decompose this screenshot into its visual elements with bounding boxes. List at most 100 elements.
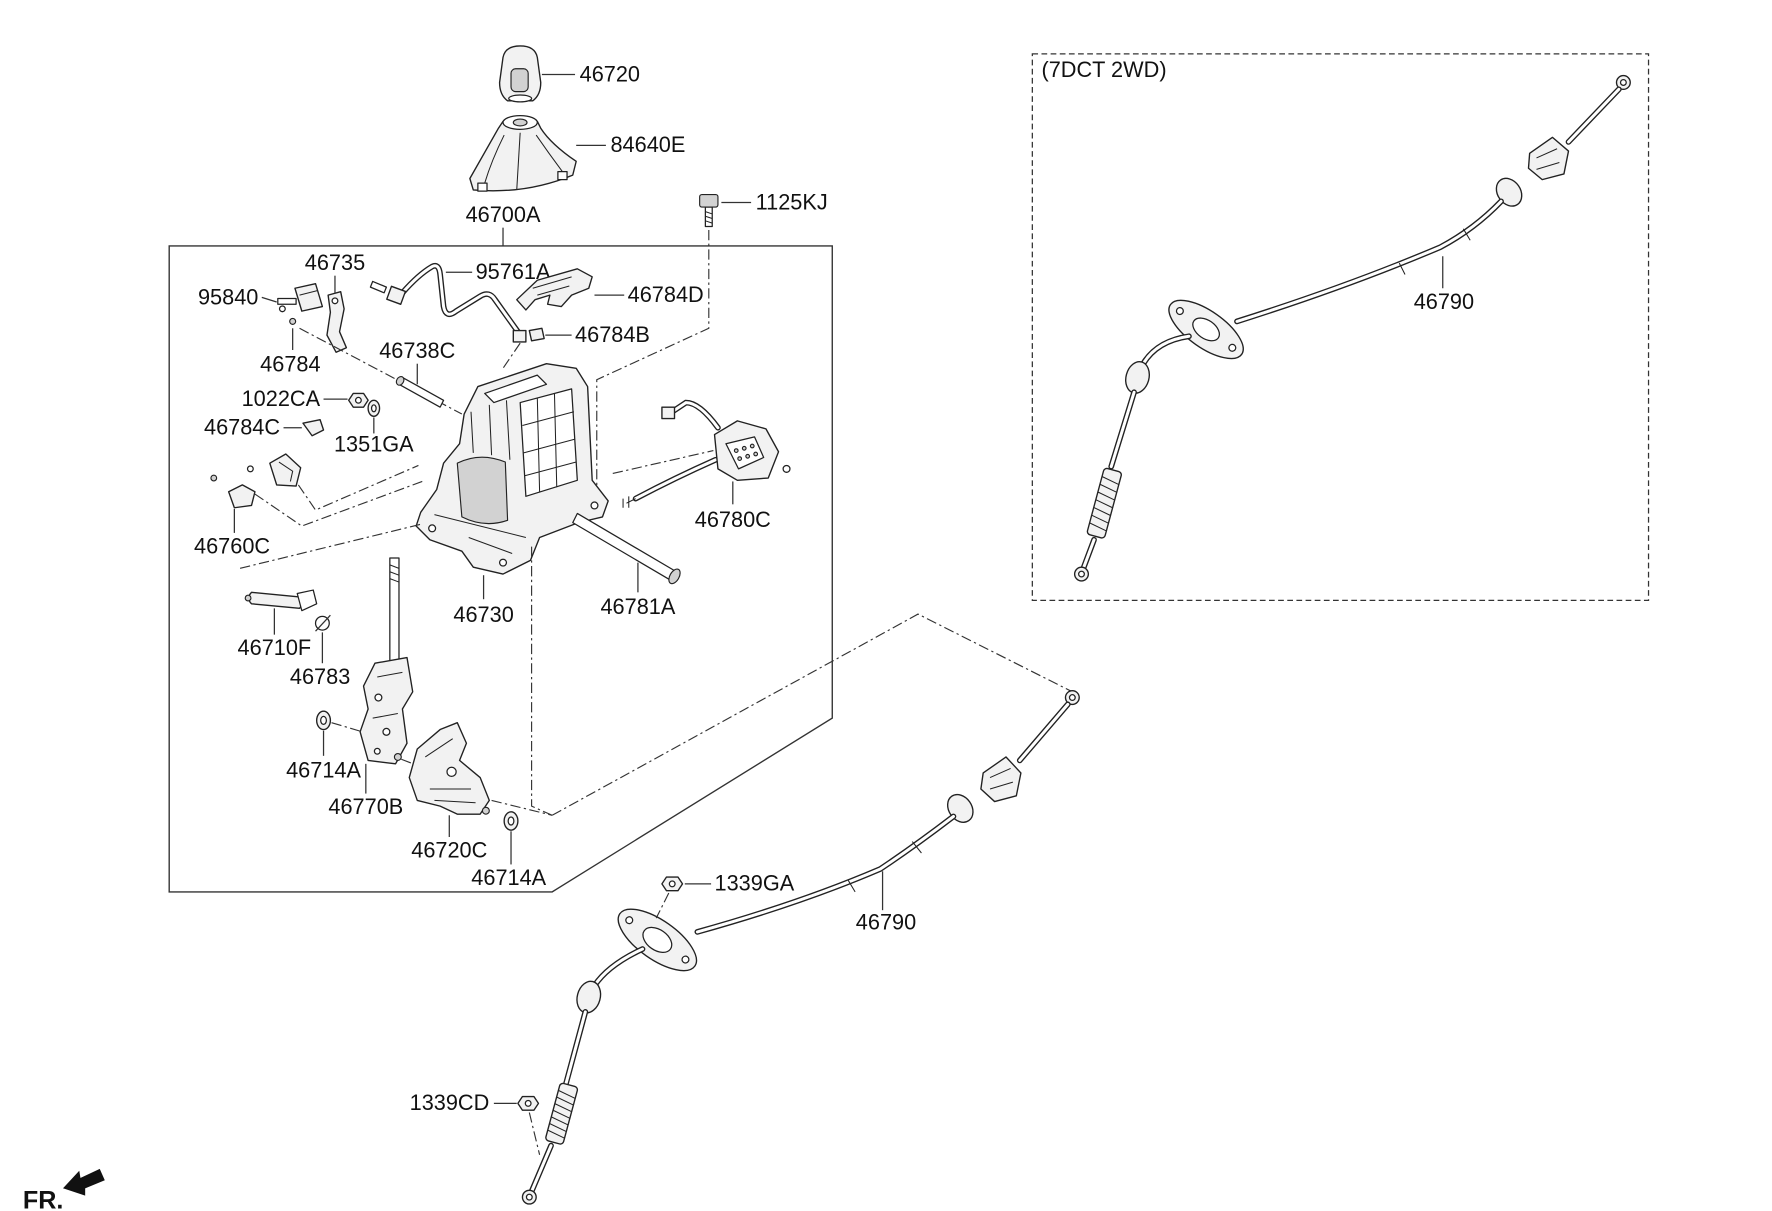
washer-1351ga: 1351GA — [334, 399, 414, 457]
label-inset-shift-cable: 46790 — [1414, 289, 1474, 314]
cover-detail — [532, 276, 572, 296]
label-nut-1022ca: 1022CA — [242, 386, 321, 411]
rod-fork — [296, 589, 318, 612]
nut-1339cd: 1339CD — [410, 1090, 541, 1155]
cable-sheath-lower — [591, 946, 646, 989]
selector-wire-inner — [670, 401, 720, 430]
label-pin-46738c: 46738C — [379, 338, 455, 363]
cable-sheath-straight-inner — [564, 1010, 587, 1086]
selector-lead-end — [622, 496, 636, 508]
label-base-housing: 46730 — [453, 602, 513, 627]
cable-sheath-inner — [1235, 199, 1503, 323]
connector-terminal — [277, 297, 297, 305]
label-shift-knob: 46720 — [580, 61, 640, 86]
mounting-bolt: 1125KJ — [596, 189, 828, 511]
nut-hole — [524, 1099, 532, 1107]
inset-shift-cable: 46790 — [1073, 74, 1631, 582]
bolt-shaft — [704, 206, 713, 228]
cable-abutment — [980, 756, 1022, 803]
housing-side-panel — [519, 388, 578, 497]
cable-sheath-straight-inner — [1109, 390, 1136, 469]
cable-sheath-lower-inner — [592, 947, 644, 988]
housing-ribs — [522, 393, 577, 492]
selector-lead-inner — [634, 458, 718, 501]
shift-boot-body — [469, 120, 577, 192]
cable-bracket-46720c: 46720C — [408, 721, 490, 863]
label-shifter-assembly: 46700A — [466, 202, 541, 227]
selector-dot — [741, 445, 747, 451]
cable-end-eye-lower-hole — [525, 1193, 533, 1201]
shift-boot-tab — [557, 171, 568, 181]
clip-46784c: 46784C — [204, 415, 325, 440]
plate-hole — [1175, 306, 1184, 316]
cable-boot-lower — [576, 980, 602, 1014]
bracket-body — [326, 290, 348, 353]
harness-end-connector — [512, 329, 527, 343]
dashed-guide — [502, 342, 521, 369]
dashed-guide — [655, 892, 670, 919]
bolt-head — [699, 193, 719, 208]
rod-pin — [244, 594, 252, 602]
dashed-guide — [596, 229, 710, 511]
dashed-guide — [297, 464, 419, 511]
plate-hole — [681, 955, 690, 964]
shift-boot-hole — [512, 118, 528, 127]
label-clip-c: 46784C — [204, 415, 280, 440]
label-connector: 95840 — [198, 284, 258, 309]
pin-46738c: 46738C — [379, 338, 455, 408]
label-bushing-right: 46714A — [471, 865, 546, 890]
connector-body — [294, 282, 324, 312]
adjuster-body — [545, 1082, 579, 1145]
plate-hole — [1228, 343, 1237, 352]
cable-collar — [1398, 228, 1471, 275]
dashed-guide — [401, 758, 417, 766]
lever-detail — [372, 671, 403, 719]
spring-clip-46783: 46783 — [290, 614, 350, 689]
washer-hole — [370, 404, 377, 413]
inset-frame — [1031, 53, 1650, 601]
shift-boot: 84640E — [469, 114, 685, 192]
selector-dot — [737, 456, 743, 461]
housing-mount-hole — [498, 558, 508, 567]
selector-screw — [782, 464, 791, 473]
label-spring-clip: 46783 — [290, 664, 350, 689]
label-clip-b: 46784B — [575, 322, 650, 347]
harness-pin — [369, 280, 388, 294]
housing-opening — [456, 456, 509, 525]
connector-detail — [299, 290, 318, 296]
shift-cable: 46790 — [521, 689, 1080, 1205]
selector-dot — [749, 443, 755, 449]
dashed-guide — [239, 523, 424, 569]
pin-head — [668, 568, 681, 585]
plate-hub — [1192, 317, 1220, 342]
cable-rod-inner — [1567, 87, 1621, 144]
nut-1339ga: 1339GA — [655, 871, 795, 919]
label-nut-1339cd: 1339CD — [410, 1090, 490, 1115]
sensor-body — [269, 453, 302, 487]
label-nut-1339ga: 1339GA — [715, 871, 795, 896]
front-orientation-marker: FR. — [23, 1168, 105, 1211]
clip-body — [528, 327, 545, 342]
harness-connector — [386, 285, 407, 305]
label-shift-cable: 46790 — [856, 910, 916, 935]
bushing-right-46714a: 46714A — [471, 811, 547, 890]
cable-grommet-plate — [617, 908, 698, 972]
selector-connector — [661, 406, 676, 420]
bracket-hole — [331, 297, 339, 305]
cable-adjuster — [1086, 467, 1122, 539]
shift-knob-base — [508, 94, 533, 103]
dashed-guide — [528, 1112, 541, 1155]
label-cover: 46784D — [628, 282, 704, 307]
inset-variant: (7DCT 2WD) — [1031, 53, 1650, 601]
front-arrow-icon — [62, 1168, 105, 1196]
pin-head — [289, 317, 297, 325]
cover-body — [516, 268, 593, 311]
dashed-guide — [254, 479, 426, 527]
sensor-screw — [246, 465, 254, 473]
bracket-46735: 46735 — [305, 250, 365, 353]
clip-46784b: 46784B — [528, 322, 650, 347]
lever-body — [359, 656, 414, 765]
plate-hole — [625, 916, 634, 925]
cable-rod-inner — [1018, 702, 1070, 762]
